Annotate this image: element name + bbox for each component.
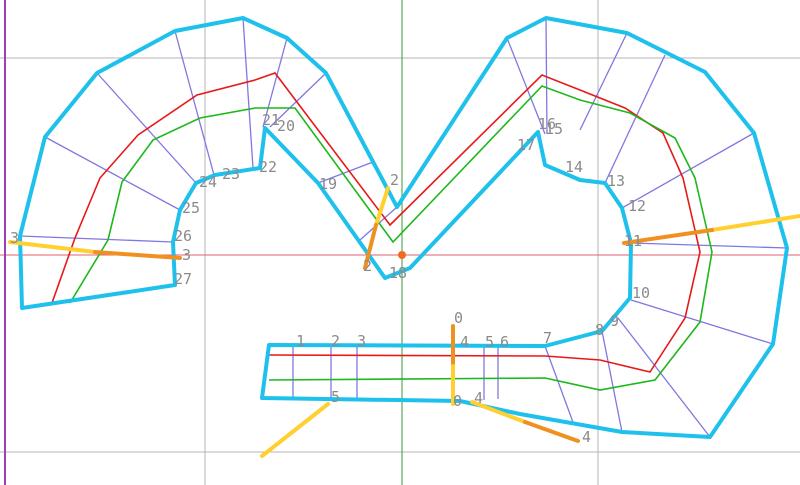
label-10: 10: [632, 284, 650, 302]
marker-1-light: [710, 214, 800, 232]
section-line: [262, 37, 288, 128]
label-6: 6: [500, 333, 509, 351]
label-16: 16: [538, 115, 556, 133]
section-line: [506, 37, 546, 135]
label-3: 3: [357, 332, 366, 350]
label-11: 11: [624, 232, 642, 250]
label-19: 19: [319, 175, 337, 193]
label-14: 14: [565, 158, 583, 176]
marker-1-dark: [622, 228, 714, 245]
marker-label-4-bottom: 4: [582, 428, 591, 446]
section-line: [604, 54, 666, 184]
label-24: 24: [199, 173, 217, 191]
section-line: [630, 242, 788, 249]
position-markers: [8, 186, 800, 458]
section-line: [579, 32, 628, 131]
node-labels: 1 2 3 4 5 6 7 8 9 10 11 12 13 14 15 16 1…: [174, 111, 650, 351]
marker-4-dark: [523, 420, 580, 443]
section-line: [617, 317, 711, 438]
marker-2-dark: [363, 223, 378, 270]
label-15: 15: [545, 120, 563, 138]
section-line: [242, 17, 254, 169]
label-9: 9: [610, 312, 619, 330]
section-line: [174, 30, 215, 176]
section-line: [630, 299, 774, 345]
marker-3-dark: [93, 250, 182, 260]
marker-label-3-left: 3: [10, 229, 19, 247]
marker-label-4-top: 4: [474, 389, 483, 407]
label-26: 26: [174, 227, 192, 245]
label-8: 8: [595, 321, 604, 339]
label-2: 2: [331, 332, 340, 350]
section-lines: [19, 17, 788, 438]
red-lane-path: [51, 72, 701, 373]
marker-label-2-top: 2: [390, 171, 399, 189]
label-13: 13: [607, 172, 625, 190]
marker-3-light: [8, 240, 97, 254]
green-lane-path: [69, 85, 713, 391]
label-20: 20: [277, 117, 295, 135]
marker-label-0-bottom: 0: [453, 392, 462, 410]
section-line: [621, 132, 755, 209]
label-17: 17: [517, 136, 535, 154]
label-12: 12: [628, 197, 646, 215]
label-5: 5: [485, 333, 494, 351]
marker-label-2-bottom: 2: [363, 257, 372, 275]
label-18: 18: [389, 264, 407, 282]
label-4: 4: [460, 333, 469, 351]
section-line: [544, 345, 575, 426]
track-outer-boundary: [18, 16, 789, 439]
section-line: [96, 72, 197, 184]
label-1: 1: [296, 332, 305, 350]
marker-4-light: [470, 400, 527, 424]
label-7: 7: [543, 329, 552, 347]
marker-2-light: [374, 186, 390, 227]
section-line: [44, 136, 181, 211]
label-22: 22: [259, 158, 277, 176]
label-27: 27: [174, 270, 192, 288]
section-line: [19, 235, 174, 243]
marker-label-3-right: 3: [182, 246, 191, 264]
section-line: [601, 330, 623, 433]
marker-5-light: [260, 402, 330, 458]
section-line: [269, 72, 327, 128]
label-21: 21: [262, 111, 280, 129]
marker-label-5: 5: [331, 388, 340, 406]
marker-label-0-top: 0: [454, 309, 463, 327]
section-line: [317, 161, 374, 184]
marker-labels: 0 0 2 2 3 3 4 4 5: [10, 171, 591, 446]
origin-dot: [398, 251, 406, 259]
label-23: 23: [222, 165, 240, 183]
label-25: 25: [182, 199, 200, 217]
